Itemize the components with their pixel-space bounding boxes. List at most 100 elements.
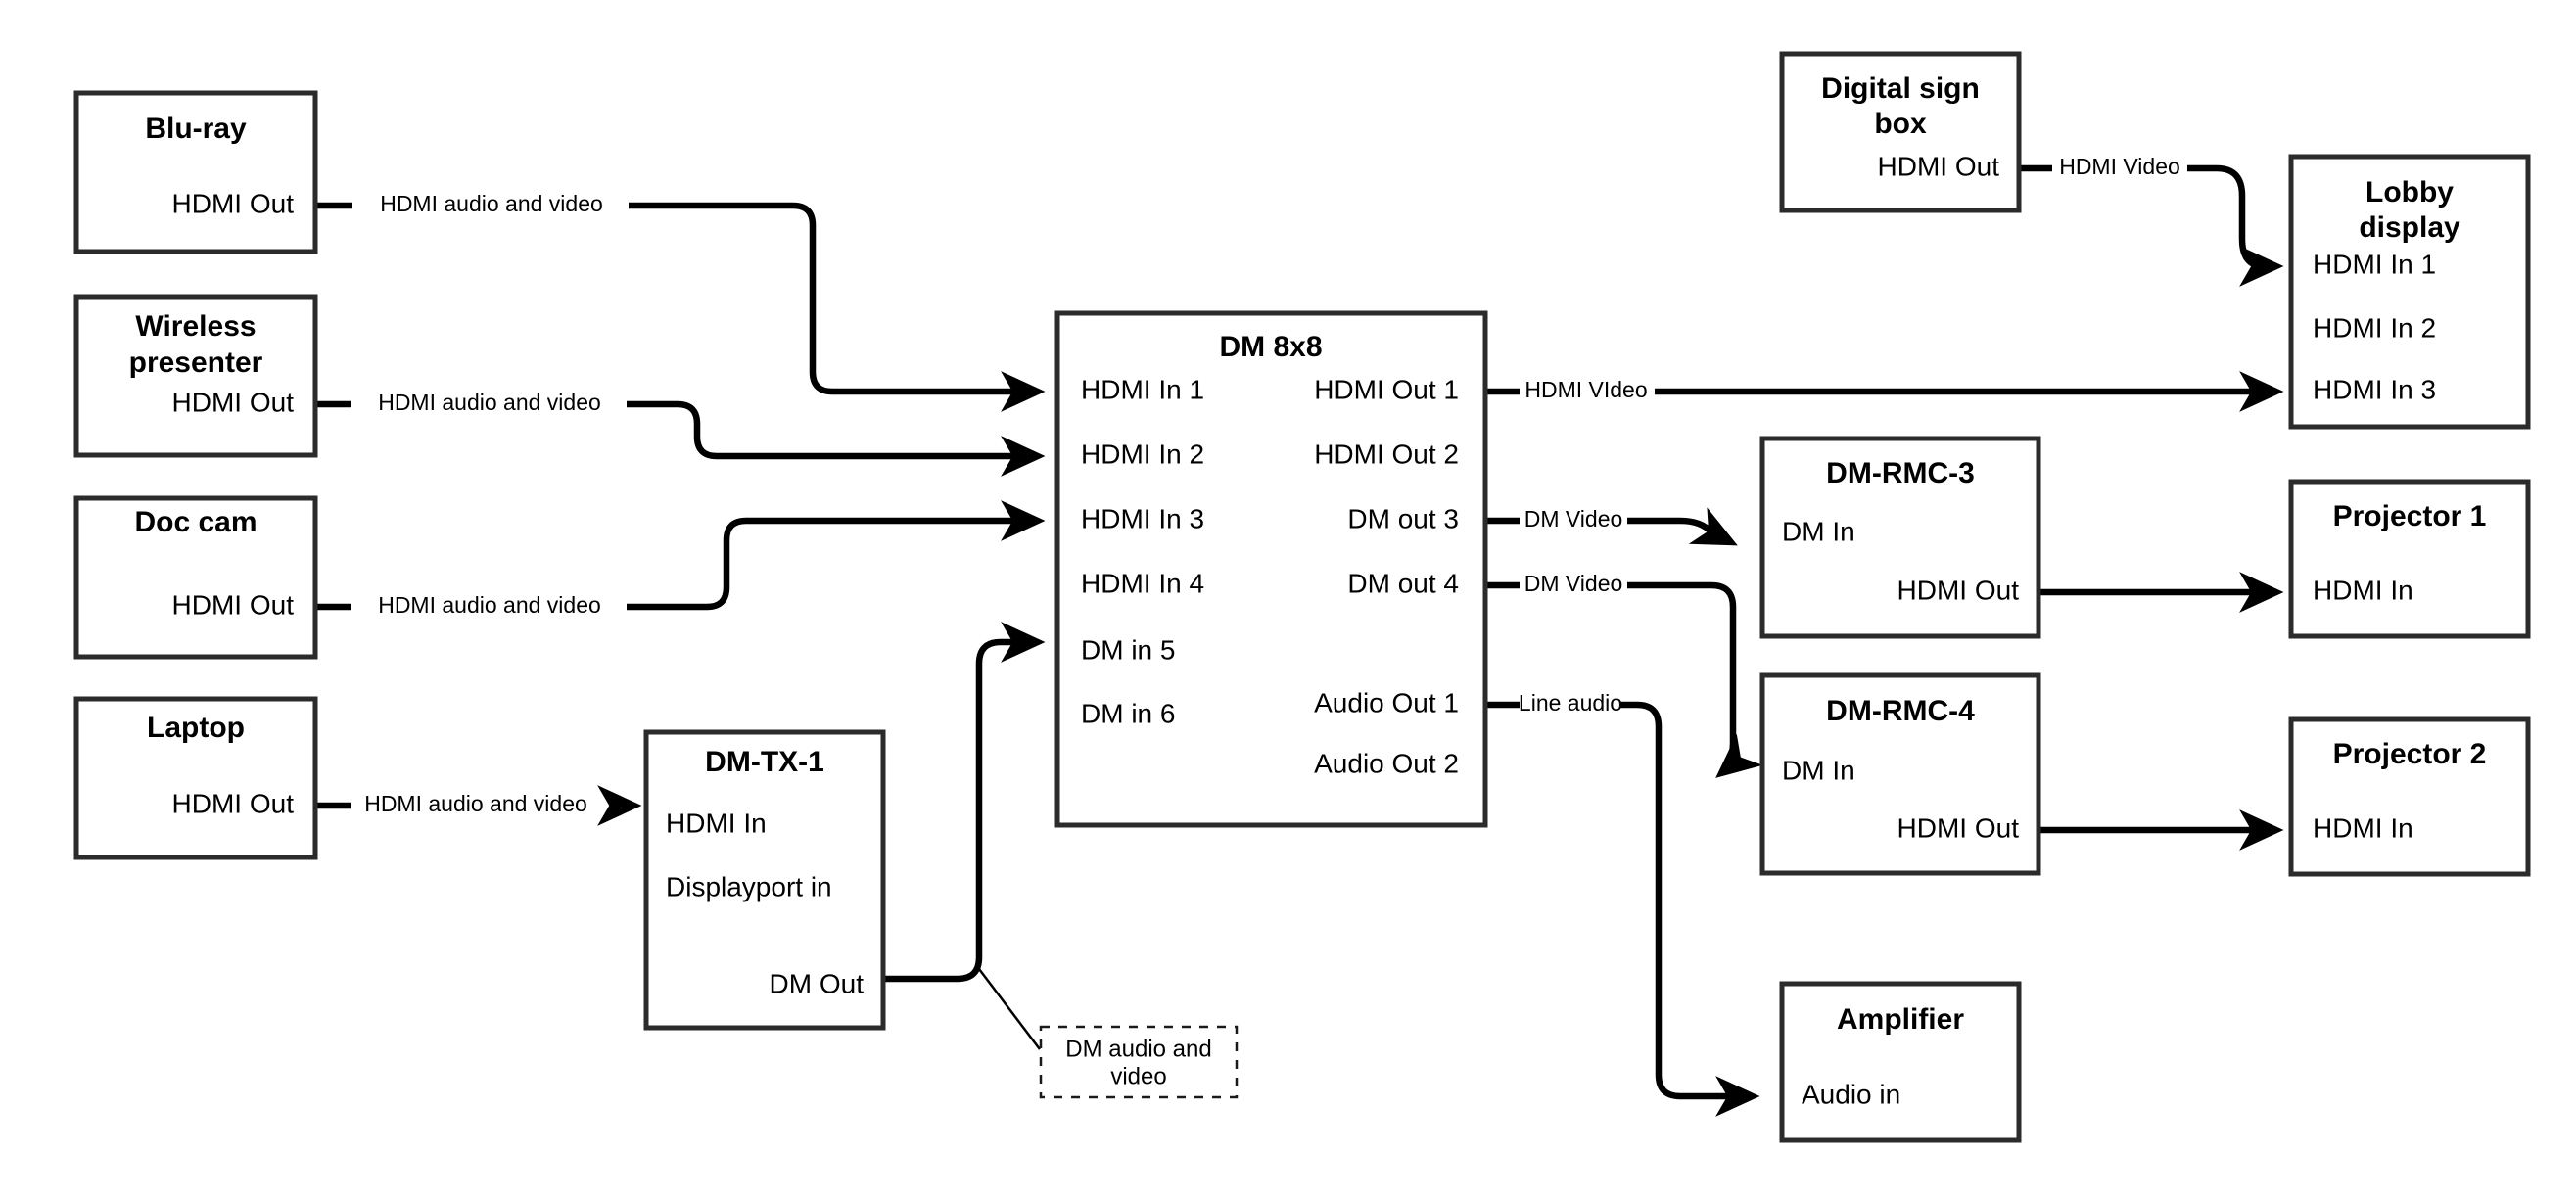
node-box[interactable] [1759, 436, 2041, 639]
port-hdmi-in-3[interactable]: HDMI In 3 [2313, 374, 2436, 404]
node-title: Projector 2 [2333, 738, 2487, 770]
edge-digitalsign-to-lobby1: HDMI Video [2019, 154, 2284, 287]
node-title-line-1: Wireless [135, 310, 256, 343]
node-amplifier[interactable]: Amplifier Audio in [1779, 981, 2022, 1143]
edge-label-hdmi-video-out1: HDMI VIdeo [1524, 377, 1647, 402]
port-audio-in[interactable]: Audio in [1802, 1079, 1900, 1109]
node-dm-rmc-3[interactable]: DM-RMC-3 DM In HDMI Out [1759, 436, 2041, 639]
port-audio-out-2[interactable]: Audio Out 2 [1314, 748, 1459, 778]
node-title-line-1: Lobby [2365, 176, 2454, 208]
edge-dm8x8-to-amplifier: Line audio [1485, 690, 1760, 1117]
edge-dm8x8-to-rmc4: DM Video [1485, 571, 1763, 778]
port-hdmi-in-2[interactable]: HDMI In 2 [1081, 439, 1204, 469]
node-bluray[interactable]: Blu-ray HDMI Out [73, 90, 318, 254]
node-dm-8x8[interactable]: DM 8x8 HDMI In 1 HDMI In 2 HDMI In 3 HDM… [1054, 310, 1488, 828]
node-box[interactable] [2288, 716, 2531, 877]
edge-label-wireless: HDMI audio and video [378, 390, 601, 415]
node-lobby-display[interactable]: Lobby display HDMI In 1 HDMI In 2 HDMI I… [2288, 154, 2531, 430]
port-displayport-in[interactable]: Displayport in [666, 871, 832, 901]
node-title: Laptop [147, 712, 245, 744]
port-hdmi-out[interactable]: HDMI Out [172, 589, 295, 620]
node-laptop[interactable]: Laptop HDMI Out [73, 696, 318, 860]
port-hdmi-in-3[interactable]: HDMI In 3 [1081, 503, 1204, 533]
node-box[interactable] [1779, 51, 2022, 213]
node-dm-rmc-4[interactable]: DM-RMC-4 DM In HDMI Out [1759, 672, 2041, 876]
node-box[interactable] [2288, 154, 2531, 430]
node-title: Blu-ray [145, 113, 247, 145]
node-title: Amplifier [1837, 1003, 1964, 1036]
edge-dmtx1-to-dm8x8 [883, 622, 1046, 1050]
port-dm-out-4[interactable]: DM out 4 [1347, 568, 1459, 598]
node-box[interactable] [1779, 981, 2022, 1143]
node-title-line-2: presenter [129, 346, 263, 379]
port-hdmi-in-1[interactable]: HDMI In 1 [2313, 249, 2436, 279]
edge-doccam-to-dm8x8: HDMI audio and video [315, 500, 1046, 618]
port-hdmi-out-2[interactable]: HDMI Out 2 [1314, 439, 1459, 469]
port-hdmi-out[interactable]: HDMI Out [1897, 812, 2020, 843]
edge-path [1627, 507, 1738, 546]
node-title: Doc cam [134, 506, 257, 538]
edge-path [883, 622, 1046, 983]
port-dm-in-5[interactable]: DM in 5 [1081, 634, 1175, 665]
edge-label-laptop: HDMI audio and video [364, 791, 587, 816]
port-hdmi-out-1[interactable]: HDMI Out 1 [1314, 374, 1459, 404]
port-hdmi-in-4[interactable]: HDMI In 4 [1081, 568, 1204, 598]
port-hdmi-out[interactable]: HDMI Out [1897, 575, 2020, 605]
port-dm-in-6[interactable]: DM in 6 [1081, 698, 1175, 728]
node-title: DM-RMC-3 [1826, 457, 1975, 489]
edge-path [627, 400, 1046, 477]
node-box[interactable] [2288, 479, 2531, 639]
node-title: DM-TX-1 [705, 746, 824, 778]
port-hdmi-out[interactable]: HDMI Out [172, 788, 295, 818]
port-dm-out-3[interactable]: DM out 3 [1347, 503, 1459, 533]
node-box[interactable] [1759, 672, 2041, 876]
port-hdmi-in[interactable]: HDMI In [2313, 812, 2413, 843]
port-dm-in[interactable]: DM In [1782, 755, 1855, 785]
edge-path [2187, 164, 2284, 287]
node-title-line-2: display [2359, 211, 2460, 244]
node-box[interactable] [73, 696, 318, 860]
port-hdmi-out[interactable]: HDMI Out [172, 188, 295, 218]
node-title: DM 8x8 [1219, 331, 1322, 363]
port-hdmi-in-2[interactable]: HDMI In 2 [2313, 312, 2436, 343]
edge-label-doccam: HDMI audio and video [378, 592, 601, 618]
edge-label-dm-video-4: DM Video [1524, 571, 1623, 596]
edge-laptop-to-dmtx1: HDMI audio and video [315, 785, 642, 826]
node-dm-tx-1[interactable]: DM-TX-1 HDMI In Displayport in DM Out [643, 729, 886, 1031]
port-dm-in[interactable]: DM In [1782, 516, 1855, 546]
node-digital-sign-box[interactable]: Digital sign box HDMI Out [1779, 51, 2022, 213]
port-hdmi-out[interactable]: HDMI Out [1878, 151, 2000, 181]
node-box[interactable] [1054, 310, 1488, 828]
edge-label-dm-video-3: DM Video [1524, 506, 1623, 531]
node-box[interactable] [643, 729, 886, 1031]
edge-path [627, 500, 1046, 611]
edge-dm8x8-to-lobby3: HDMI VIdeo [1485, 371, 2284, 412]
node-projector-1[interactable]: Projector 1 HDMI In [2288, 479, 2531, 639]
node-box[interactable] [73, 294, 318, 458]
node-box[interactable] [73, 495, 318, 660]
note-dm-audio-and-video: DM audio and video [1039, 1025, 1239, 1099]
port-hdmi-out[interactable]: HDMI Out [172, 387, 295, 417]
edge-path [1620, 701, 1760, 1117]
node-wireless-presenter[interactable]: Wireless presenter HDMI Out [73, 294, 318, 458]
edge-dm8x8-to-rmc3: DM Video [1485, 506, 1738, 546]
note-box [1039, 1025, 1239, 1099]
port-audio-out-1[interactable]: Audio Out 1 [1314, 687, 1459, 717]
port-hdmi-in[interactable]: HDMI In [666, 808, 767, 838]
node-title-line-2: box [1874, 108, 1927, 140]
node-title-line-1: Digital sign [1821, 72, 1980, 105]
edge-path [1627, 581, 1763, 778]
port-dm-out[interactable]: DM Out [770, 968, 865, 998]
edge-label-bluray: HDMI audio and video [380, 191, 603, 216]
note-leader-line [978, 968, 1041, 1050]
port-hdmi-in-1[interactable]: HDMI In 1 [1081, 374, 1204, 404]
note-text-line-2: video [1110, 1063, 1166, 1089]
node-projector-2[interactable]: Projector 2 HDMI In [2288, 716, 2531, 877]
node-doc-cam[interactable]: Doc cam HDMI Out [73, 495, 318, 660]
note-text-line-1: DM audio and [1065, 1036, 1211, 1062]
edge-label-line-audio: Line audio [1519, 690, 1622, 716]
node-box[interactable] [73, 90, 318, 254]
port-hdmi-in[interactable]: HDMI In [2313, 575, 2413, 605]
